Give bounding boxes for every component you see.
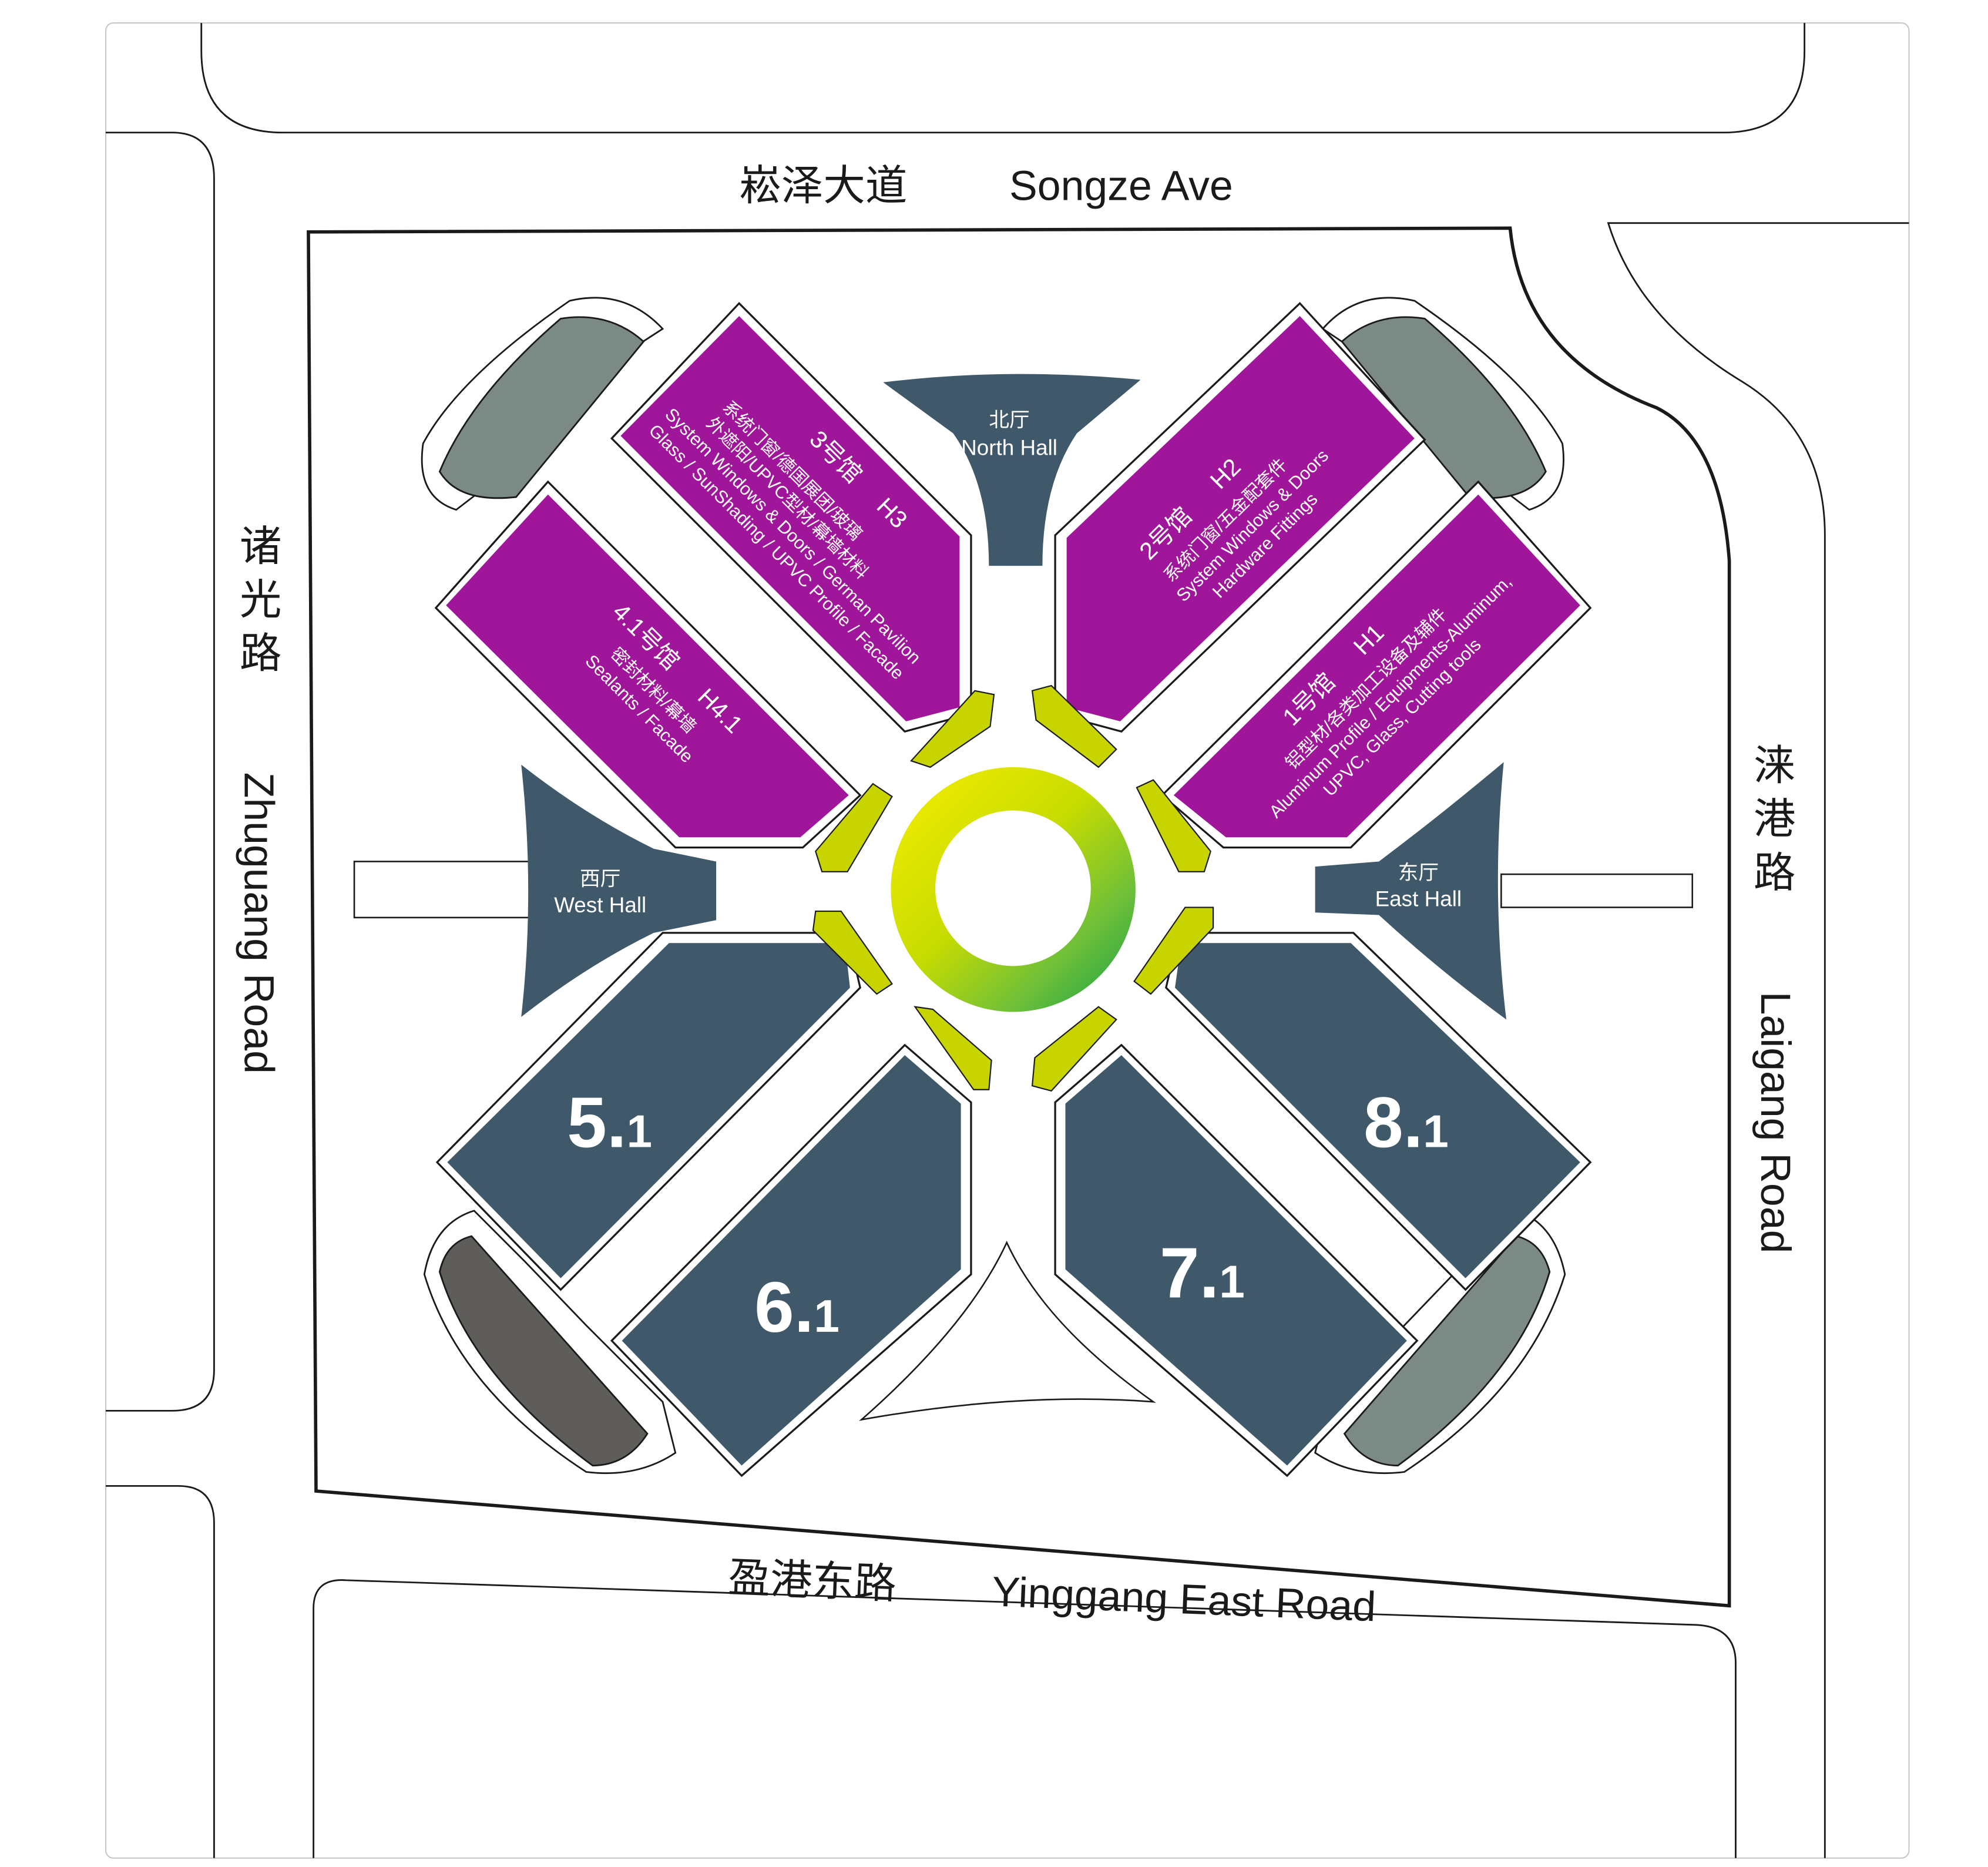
hall-h3-fill — [620, 316, 960, 721]
road-west-label: 诸 光 路 Zhuguang Road — [235, 523, 293, 1074]
stair-block-ne-fill — [1341, 316, 1547, 499]
hall-h71[interactable] — [1054, 1043, 1419, 1478]
hall-h61-fill — [622, 1055, 961, 1466]
road-east-cn-1: 涞 — [1754, 743, 1796, 790]
bridge-w-bot — [812, 910, 893, 995]
north-hall[interactable]: 北厅 North Hall — [883, 374, 1141, 566]
block-east — [1607, 222, 1909, 1858]
site-boundary — [307, 226, 1731, 1608]
road-east-en: Laigang Road — [1752, 992, 1799, 1254]
bridge-e-top — [1136, 779, 1211, 872]
stair-block-nw-fill — [438, 316, 645, 499]
bridge-e-bot — [1133, 906, 1214, 995]
hall-h51-number: 5.1 — [567, 1082, 652, 1162]
central-ring — [891, 767, 1136, 1012]
block-south — [313, 1579, 1737, 1858]
road-west-en: Zhuguang Road — [235, 773, 282, 1074]
road-west-cn: 诸 光 路 — [240, 523, 293, 677]
north-hall-shape — [883, 374, 1141, 566]
hall-h1[interactable] — [1160, 480, 1592, 849]
hall-h81-number: 8.1 — [1364, 1082, 1449, 1162]
stair-block-sw-fill — [438, 1235, 649, 1467]
bridge-n-left — [910, 690, 995, 768]
connector-bridges — [812, 684, 1214, 1092]
hall-h3[interactable] — [610, 301, 972, 733]
city-blocks — [106, 23, 1909, 1858]
west-hall[interactable]: 西厅 West Hall — [353, 764, 717, 1018]
hall-h61-number: 6.1 — [754, 1267, 839, 1347]
hall-h71-number: 7.1 — [1160, 1233, 1245, 1312]
north-hall-en: North Hall — [961, 435, 1057, 459]
central-ring-plaza — [891, 767, 1136, 1012]
stair-blocks — [421, 297, 1566, 1475]
block-north — [200, 23, 1806, 134]
hall-h1-fill — [1173, 494, 1580, 838]
block-west-south — [106, 1485, 215, 1858]
hall-h81-fill — [1175, 943, 1580, 1278]
east-walkway — [1500, 873, 1694, 908]
east-hall-en: East Hall — [1375, 887, 1462, 911]
block-west — [106, 132, 215, 1412]
west-hall-shape — [521, 764, 717, 1018]
hall-h41-fill — [446, 494, 849, 838]
road-east-label: 涞 港 路 Laigang Road — [1752, 743, 1807, 1254]
bridge-n-right — [1031, 684, 1117, 768]
east-hall-shape — [1315, 762, 1507, 1020]
hall-h41[interactable] — [434, 480, 862, 849]
bridge-w-top — [815, 783, 893, 872]
road-north-en: Songze Ave — [1009, 163, 1233, 210]
road-west-cn-3: 路 — [240, 630, 282, 677]
west-walkway — [353, 861, 531, 919]
bridge-s-left — [914, 1006, 992, 1090]
road-east-cn: 涞 港 路 — [1754, 743, 1807, 896]
road-east-cn-2: 港 — [1754, 796, 1796, 843]
stair-block-se-fill — [1343, 1235, 1551, 1467]
north-hall-cn: 北厅 — [989, 409, 1029, 432]
road-west-cn-1: 诸 — [240, 523, 282, 570]
road-north-cn: 崧泽大道 — [739, 163, 907, 210]
road-west-cn-2: 光 — [240, 577, 282, 624]
hall-h71-fill — [1065, 1055, 1407, 1466]
east-hall[interactable]: 东厅 East Hall — [1315, 762, 1694, 1020]
south-canopy — [859, 1240, 1156, 1421]
hall-h51-fill — [447, 943, 850, 1278]
hall-h2-fill — [1066, 316, 1415, 721]
west-hall-cn: 西厅 — [580, 868, 620, 891]
road-east-cn-3: 路 — [1754, 849, 1796, 896]
west-hall-en: West Hall — [554, 893, 646, 917]
road-north-label: 崧泽大道 Songze Ave — [739, 163, 1233, 210]
bridge-s-right — [1031, 1006, 1117, 1092]
road-south-cn: 盈港东路 — [727, 1554, 897, 1607]
hall-h61[interactable] — [610, 1043, 972, 1478]
hall-h81[interactable] — [1165, 932, 1592, 1291]
east-hall-cn: 东厅 — [1398, 861, 1439, 884]
